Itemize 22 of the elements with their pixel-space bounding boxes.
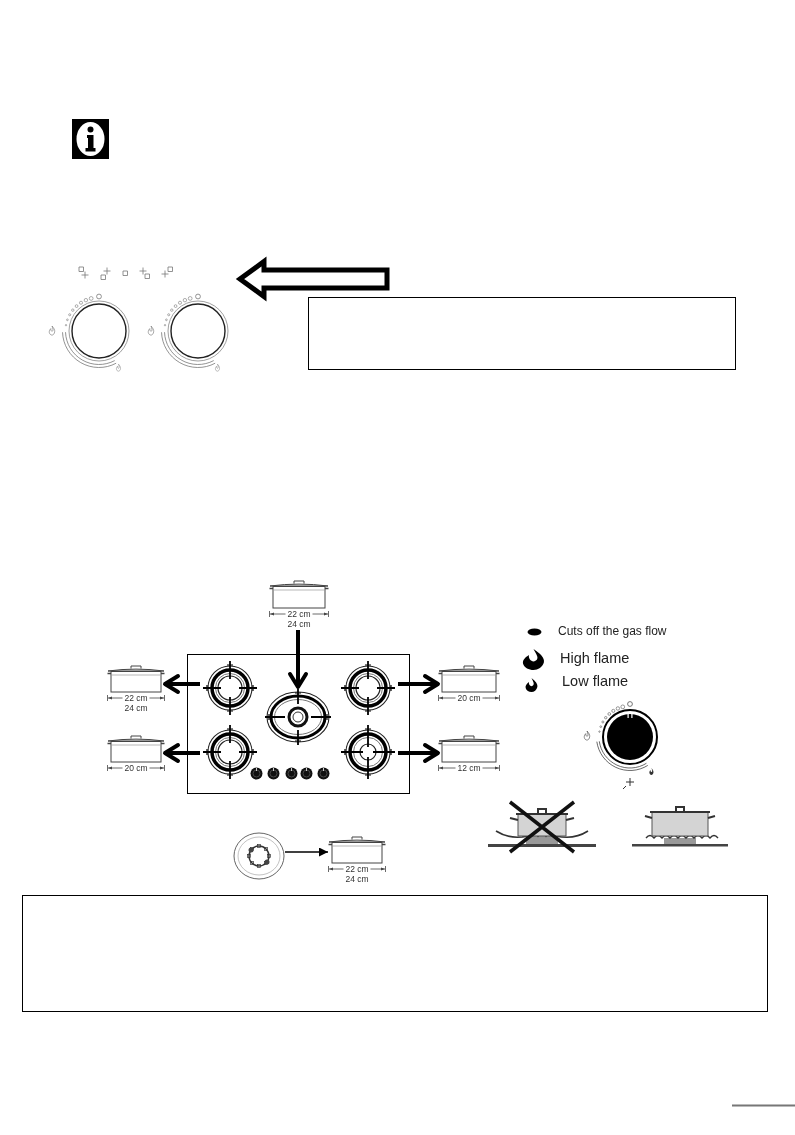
- arrow: [163, 674, 200, 694]
- legend-label: High flame: [560, 650, 630, 667]
- dimension-label: 20 cm: [124, 763, 148, 773]
- empty-frame: [22, 895, 768, 1012]
- arrow: [288, 630, 308, 689]
- legend-label: Cuts off the gas flow: [558, 624, 667, 638]
- dimension-label: 24 cm: [345, 874, 369, 884]
- block-arrow: [235, 256, 390, 302]
- arrow: [398, 674, 440, 694]
- legend-label: Low flame: [562, 673, 629, 690]
- dimension-label: 22 cm: [124, 693, 148, 703]
- dimension-label: 12 cm: [457, 763, 481, 773]
- dimension-label: 24 cm: [287, 619, 311, 629]
- arrow: [398, 743, 440, 763]
- dimension-label: 20 cm: [457, 693, 481, 703]
- arrow: [163, 743, 200, 763]
- dimension-label: 24 cm: [124, 703, 148, 713]
- dimension-label: 22 cm: [345, 864, 369, 874]
- dimension-label: 22 cm: [287, 609, 311, 619]
- empty-frame: [308, 297, 736, 370]
- cooktop-outline: [187, 654, 410, 794]
- arrow: [284, 847, 329, 857]
